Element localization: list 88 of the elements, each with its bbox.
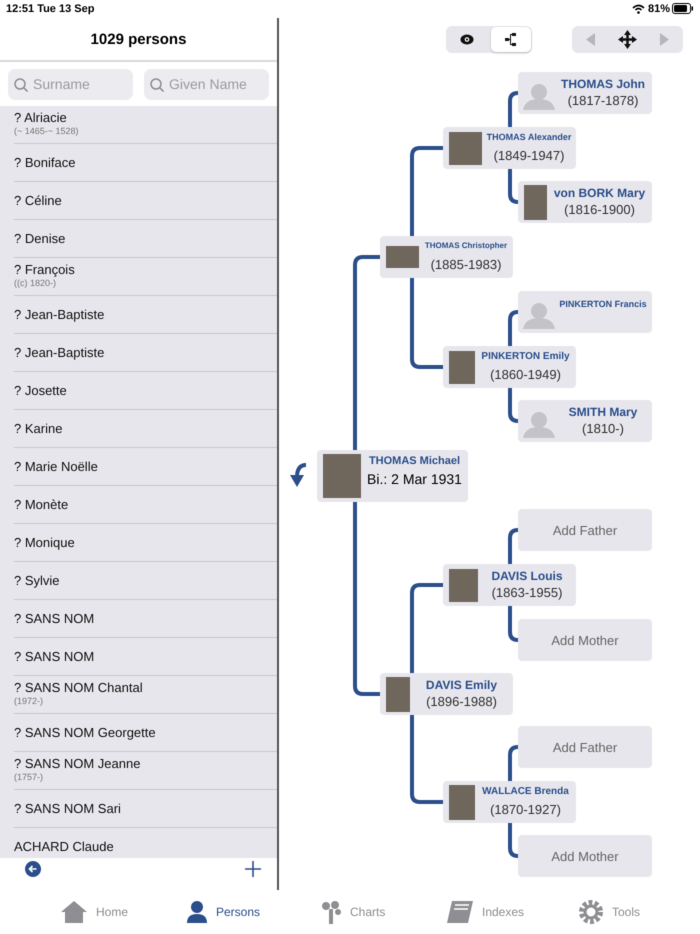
connector-line [410,715,443,804]
tab-button: Tools [578,896,640,928]
person-name: ? Céline [14,193,62,208]
person-card [443,346,576,388]
tab-button: Indexes [446,896,524,928]
person-name: THOMAS Alexander [486,132,572,142]
button-label: Add Mother [550,633,620,648]
panel-title: 1029 persons [90,31,188,48]
search-field: Surname [8,69,133,100]
person-name: THOMAS Christopher [424,241,508,250]
status-time: 12:51 Tue 13 Sep [6,3,94,15]
person-name: ? Marie Noëlle [14,459,98,474]
person-name: ? Sylvie [14,573,60,588]
life-dates: (1870-1927) [489,802,562,817]
life-dates: (~ 1465-~ 1528) [14,126,79,136]
person-name: ? SANS NOM Sari [14,801,121,816]
connector-line [410,146,443,236]
connector-line [508,528,520,564]
connector-line [508,169,520,204]
person-name: PINKERTON Francis [558,299,648,309]
add-parent-button [518,509,652,551]
person-name: ? François [14,262,75,277]
button-label: Add Father [552,523,618,538]
connector-line [410,278,443,369]
connector-line [508,823,520,858]
person-name: ? Monète [14,497,68,512]
person-name: SMITH Mary [568,405,638,419]
person-name: THOMAS John [560,77,646,91]
button-label: Add Father [552,740,618,755]
person-name: ACHARD Claude [14,839,114,854]
person-name: ? Denise [14,231,66,246]
add-parent-button [518,835,652,877]
person-name: ? Jean-Baptiste [14,345,104,360]
person-card [518,181,652,223]
battery-percentage: 81% [648,3,670,15]
person-card [317,450,468,502]
tab-button: Charts [320,896,386,928]
person-name: WALLACE Brenda [481,786,570,797]
person-name: von BORK Mary [552,186,646,200]
person-name: ? SANS NOM Jeanne [14,756,140,771]
person-card [443,127,576,169]
connector-line [508,745,520,781]
person-name: ? SANS NOM Chantal [14,680,143,695]
life-dates: (1816-1900) [563,202,636,217]
person-name: ? Jean-Baptiste [14,307,104,322]
person-name: ? SANS NOM [14,611,94,626]
person-name: ? Josette [14,383,67,398]
add-parent-button [518,726,652,768]
life-dates: ((c) 1820-) [14,278,56,288]
life-dates: (1849-1947) [492,148,566,163]
person-name: ? Boniface [14,155,76,170]
person-name: DAVIS Emily [424,678,498,692]
person-name: ? SANS NOM Georgette [14,725,156,740]
person-name: THOMAS Michael [368,455,462,467]
life-dates: (1972-) [14,696,44,706]
person-card [443,781,576,823]
tab-button: Home [60,896,128,928]
person-card [518,291,652,333]
connector-line [508,388,520,423]
life-dates: (1885-1983) [430,257,502,272]
person-card [443,564,576,606]
person-card [380,673,513,715]
tab-button: Persons [186,896,260,928]
connector-line [508,310,520,346]
search-field: Given Name [144,69,269,100]
life-dates: (1863-1955) [490,585,564,600]
person-card [518,400,652,442]
button-label: Add Mother [550,849,620,864]
person-name: PINKERTON Emily [480,351,571,362]
person-name: ? Karine [14,421,62,436]
connector-line [508,91,520,127]
life-dates: (1860-1949) [489,367,562,382]
person-name: ? Monique [14,535,75,550]
connector-line [508,606,520,642]
life-dates: (1817-1878) [566,93,640,108]
add-parent-button [518,619,652,661]
person-name: DAVIS Louis [490,569,564,583]
birth-date: Bi.: 2 Mar 1931 [366,471,463,487]
connector-line [410,583,443,673]
person-card [518,72,652,114]
person-card [380,236,513,278]
connector-line [353,502,380,696]
life-dates: (1896-1988) [425,694,498,709]
life-dates: (1757-) [14,772,44,782]
life-dates: (1810-) [581,421,625,436]
connector-line [353,255,380,450]
person-name: ? Alriacie [14,110,67,125]
person-name: ? SANS NOM [14,649,94,664]
